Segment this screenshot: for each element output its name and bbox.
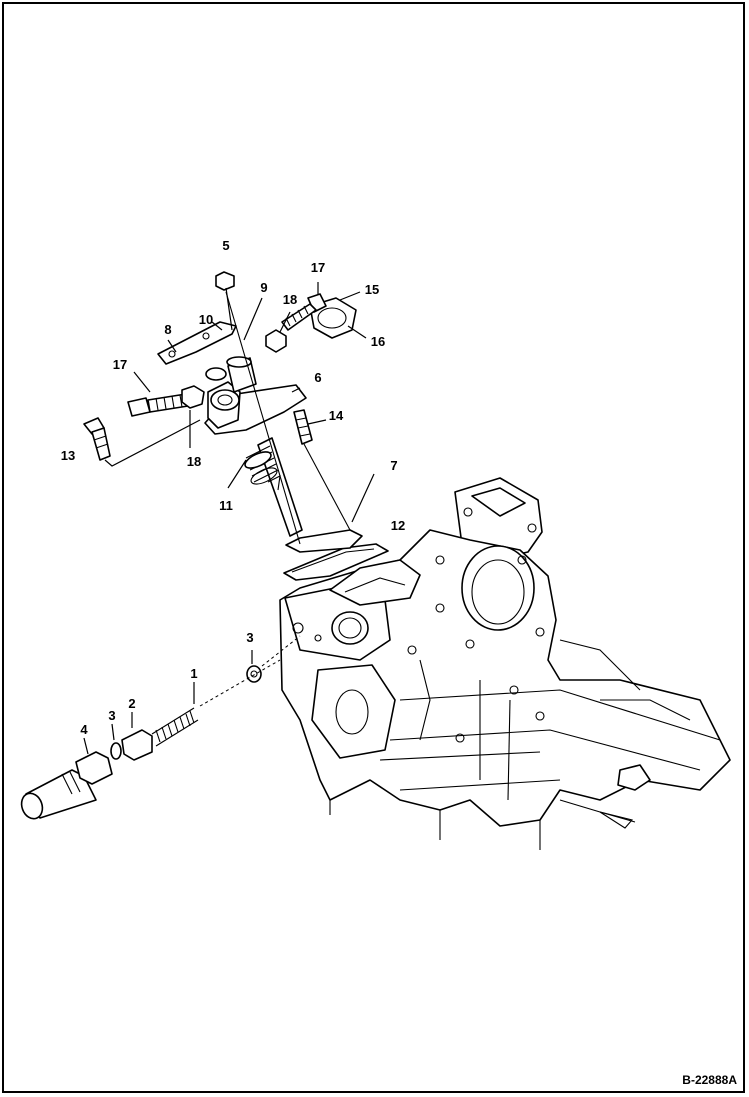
callout-3-left: 3 bbox=[108, 708, 115, 723]
callout-1: 1 bbox=[190, 666, 197, 681]
callout-4: 4 bbox=[80, 722, 88, 737]
stud-part-14 bbox=[293, 409, 313, 445]
callout-3-right: 3 bbox=[246, 630, 253, 645]
callout-17-lower: 17 bbox=[113, 357, 127, 372]
plunger-parts bbox=[20, 665, 262, 820]
lever-part-8 bbox=[157, 321, 237, 365]
bolt-part-13 bbox=[83, 417, 111, 461]
cap-part-4 bbox=[20, 769, 97, 820]
callout-18-upper: 18 bbox=[283, 292, 297, 307]
callout-18-lower: 18 bbox=[187, 454, 201, 469]
leader-lines bbox=[83, 282, 375, 755]
spring-part-11 bbox=[244, 445, 279, 485]
callout-17-upper: 17 bbox=[311, 260, 325, 275]
callout-2: 2 bbox=[128, 696, 135, 711]
spring-part-1 bbox=[151, 707, 199, 747]
callout-7: 7 bbox=[390, 458, 397, 473]
callout-15: 15 bbox=[365, 282, 379, 297]
callout-11: 11 bbox=[219, 498, 233, 513]
callout-9: 9 bbox=[260, 280, 267, 295]
callout-labels: 5 9 17 15 18 10 8 16 17 6 14 13 18 7 11 … bbox=[61, 238, 405, 737]
callout-6: 6 bbox=[314, 370, 321, 385]
engine-housing bbox=[279, 477, 731, 850]
callout-13: 13 bbox=[61, 448, 75, 463]
callout-8: 8 bbox=[164, 322, 171, 337]
callout-16: 16 bbox=[371, 334, 385, 349]
bolt-part-17-lower bbox=[127, 393, 189, 417]
bolt-part-17-upper bbox=[281, 293, 327, 331]
callout-14: 14 bbox=[329, 408, 344, 423]
callout-5: 5 bbox=[222, 238, 229, 253]
figure-reference-code: B-22888A bbox=[682, 1073, 737, 1087]
callout-12: 12 bbox=[391, 518, 405, 533]
callout-10: 10 bbox=[199, 312, 213, 327]
